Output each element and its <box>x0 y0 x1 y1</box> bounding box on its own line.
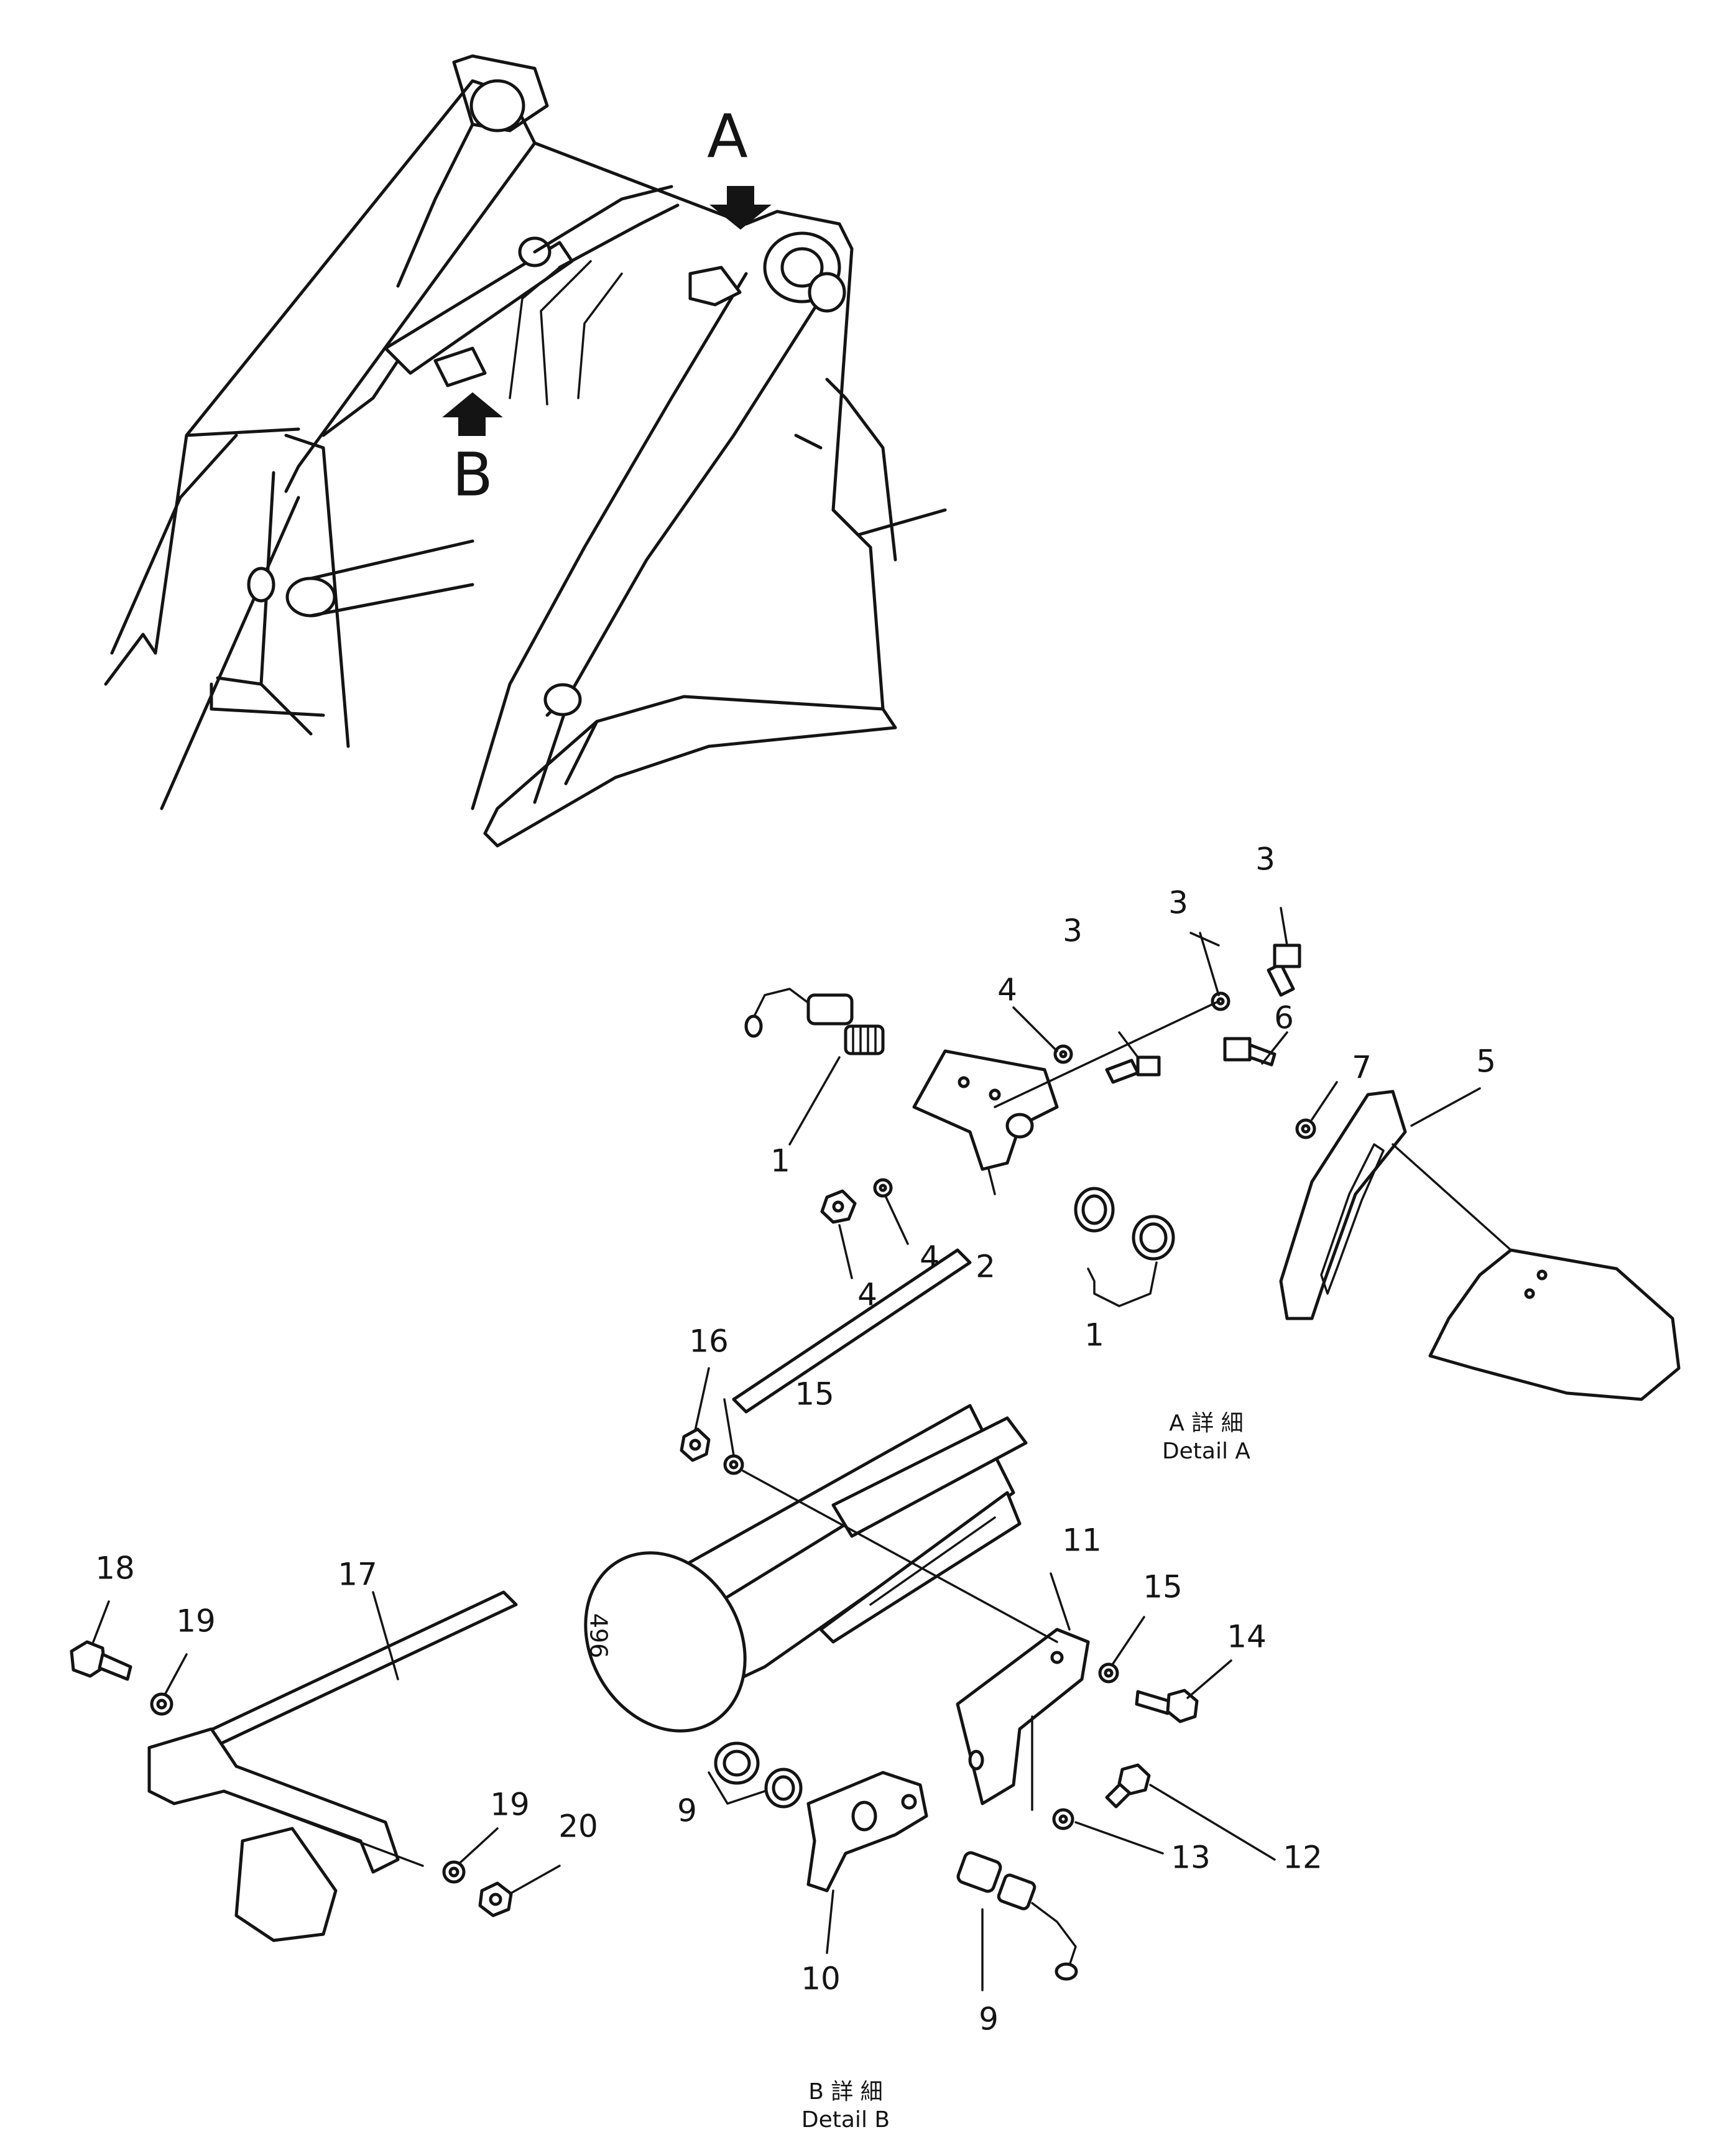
detail-a-drawing <box>744 943 1681 1401</box>
detail-b-callouts: 16 15 15 17 18 19 19 20 9 9 10 11 14 12 … <box>95 1323 1323 2037</box>
callout-7: 6 <box>1274 1000 1294 1036</box>
callout-2: 2 <box>976 1249 995 1285</box>
view-arrow-a <box>709 186 772 230</box>
callout-9: 9 <box>677 1793 697 1829</box>
callout-13: 13 <box>1171 1840 1211 1876</box>
callout-15: 15 <box>795 1376 834 1412</box>
detail-b-caption-en: Detail B <box>801 2107 890 2133</box>
callout-18: 18 <box>95 1550 135 1587</box>
view-label-b: B <box>452 440 493 509</box>
callout-15: 15 <box>1143 1569 1183 1605</box>
callout-9: 9 <box>979 2001 999 2037</box>
detail-b-caption-jp: B 詳 細 <box>808 2079 883 2105</box>
view-arrow-b <box>442 392 503 436</box>
cylinder-mark: 496 <box>585 1613 612 1659</box>
callout-10: 10 <box>801 1961 841 1997</box>
callout-14: 14 <box>1227 1619 1267 1655</box>
detail-a-caption-en: Detail A <box>1162 1439 1250 1464</box>
callout-3: 3 <box>1063 913 1083 949</box>
callout-19: 19 <box>490 1787 530 1823</box>
callout-8: 7 <box>1352 1050 1372 1086</box>
callout-4: 3 <box>1168 885 1188 921</box>
callout-16: 16 <box>689 1323 729 1360</box>
callout-20: 20 <box>558 1809 598 1845</box>
detail-b-leaders <box>92 1367 1276 1991</box>
overview-frame-drawing <box>104 54 947 848</box>
detail-a-caption-jp: A 詳 細 <box>1169 1411 1244 1436</box>
callout-12: 12 <box>1283 1840 1323 1876</box>
view-label-a: A <box>707 101 748 171</box>
callout-1: 1 <box>1084 1317 1104 1353</box>
callout-3: 3 <box>1255 841 1275 878</box>
callout-17: 17 <box>338 1557 377 1593</box>
detail-a-callouts: 1 1 2 3 3 3 4 4 4 5 6 7 <box>770 841 1496 1353</box>
detail-a-leaders <box>788 907 1512 1307</box>
callout-6: 5 <box>1476 1044 1496 1080</box>
callout-4: 4 <box>997 972 1017 1008</box>
callout-1: 1 <box>770 1143 790 1179</box>
callout-19: 19 <box>176 1603 216 1639</box>
callout-11: 11 <box>1062 1522 1102 1559</box>
detail-b-drawing <box>70 1248 1199 1981</box>
